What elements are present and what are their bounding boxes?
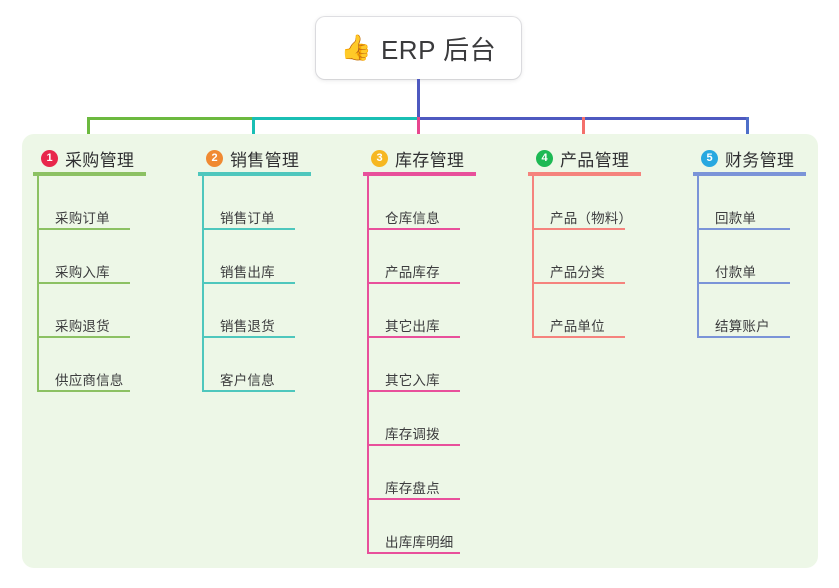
leaf-underline [367, 228, 460, 230]
leaf-label[interactable]: 产品分类 [550, 265, 605, 280]
leaf-label[interactable]: 其它入库 [385, 373, 440, 388]
leaf-label[interactable]: 销售退货 [220, 319, 275, 334]
leaf-label[interactable]: 销售出库 [220, 265, 275, 280]
branch-column-5: 5 财务管理回款单付款单结算账户 [693, 134, 806, 568]
branch-spine [532, 174, 534, 338]
branch-header-1[interactable]: 1 采购管理 [41, 146, 134, 171]
leaf-label[interactable]: 采购订单 [55, 211, 110, 226]
branches-panel [22, 134, 818, 568]
branch-header-rule [363, 172, 476, 176]
leaf-label[interactable]: 采购退货 [55, 319, 110, 334]
branch-header-rule [528, 172, 641, 176]
leaf-label[interactable]: 产品单位 [550, 319, 605, 334]
leaf-underline [697, 336, 790, 338]
leaf-underline [367, 336, 460, 338]
branch-header-3[interactable]: 3 库存管理 [371, 146, 464, 171]
leaf-underline [37, 228, 130, 230]
branch-bar-segment-1 [87, 117, 255, 120]
leaf-label[interactable]: 库存盘点 [385, 481, 440, 496]
branch-header-4[interactable]: 4 产品管理 [536, 146, 629, 171]
leaf-underline [367, 444, 460, 446]
leaf-label[interactable]: 供应商信息 [55, 373, 124, 388]
branch-number-badge: 5 [701, 150, 718, 167]
branch-column-1: 1 采购管理采购订单采购入库采购退货供应商信息 [33, 134, 146, 568]
root-node-label: ERP 后台 [380, 34, 497, 65]
branch-column-4: 4 产品管理产品（物料） 产品分类产品单位 [528, 134, 641, 568]
leaf-label[interactable]: 客户信息 [220, 373, 275, 388]
leaf-label[interactable]: 出库库明细 [385, 535, 454, 550]
branch-number-badge: 1 [41, 150, 58, 167]
thumbs-up-icon: 👍 [340, 33, 372, 62]
branch-header-rule [198, 172, 311, 176]
root-node[interactable]: 👍 ERP 后台 [316, 17, 521, 79]
leaf-underline [202, 336, 295, 338]
branch-number-badge: 4 [536, 150, 553, 167]
leaf-underline [37, 282, 130, 284]
leaf-underline [202, 282, 295, 284]
branch-header-5[interactable]: 5 财务管理 [701, 146, 794, 171]
branch-number-badge: 3 [371, 150, 388, 167]
branch-spine [367, 174, 369, 554]
branch-title-label: 产品管理 [560, 151, 630, 170]
branch-header-rule [33, 172, 146, 176]
leaf-label[interactable]: 仓库信息 [385, 211, 440, 226]
leaf-label[interactable]: 产品库存 [385, 265, 440, 280]
branch-title-label: 财务管理 [725, 151, 795, 170]
branch-title-label: 库存管理 [395, 151, 465, 170]
leaf-label[interactable]: 回款单 [715, 211, 757, 226]
branch-number-badge: 2 [206, 150, 223, 167]
leaf-underline [202, 390, 295, 392]
leaf-underline [532, 336, 625, 338]
leaf-label[interactable]: 库存调拨 [385, 427, 440, 442]
branch-header-2[interactable]: 2 销售管理 [206, 146, 299, 171]
leaf-label[interactable]: 销售订单 [220, 211, 275, 226]
root-stem-connector [417, 79, 420, 120]
leaf-underline [697, 282, 790, 284]
branch-title-label: 销售管理 [230, 151, 300, 170]
leaf-label[interactable]: 其它出库 [385, 319, 440, 334]
leaf-underline [367, 552, 460, 554]
branch-column-3: 3 库存管理仓库信息产品库存其它出库其它入库库存调拨库存盘点出库库明细 [363, 134, 476, 568]
branch-spine [697, 174, 699, 338]
branch-title-label: 采购管理 [65, 151, 135, 170]
leaf-underline [37, 336, 130, 338]
leaf-underline [532, 282, 625, 284]
leaf-underline [367, 390, 460, 392]
branch-header-rule [693, 172, 806, 176]
leaf-underline [202, 228, 295, 230]
leaf-underline [697, 228, 790, 230]
leaf-label[interactable]: 结算账户 [715, 319, 770, 334]
leaf-underline [367, 498, 460, 500]
branch-bar-segment-2 [252, 117, 420, 120]
branch-column-2: 2 销售管理销售订单销售出库销售退货客户信息 [198, 134, 311, 568]
leaf-label[interactable]: 付款单 [715, 265, 757, 280]
leaf-underline [367, 282, 460, 284]
leaf-underline [532, 228, 625, 230]
leaf-label[interactable]: 产品（物料） [550, 211, 633, 226]
leaf-underline [37, 390, 130, 392]
leaf-label[interactable]: 采购入库 [55, 265, 110, 280]
